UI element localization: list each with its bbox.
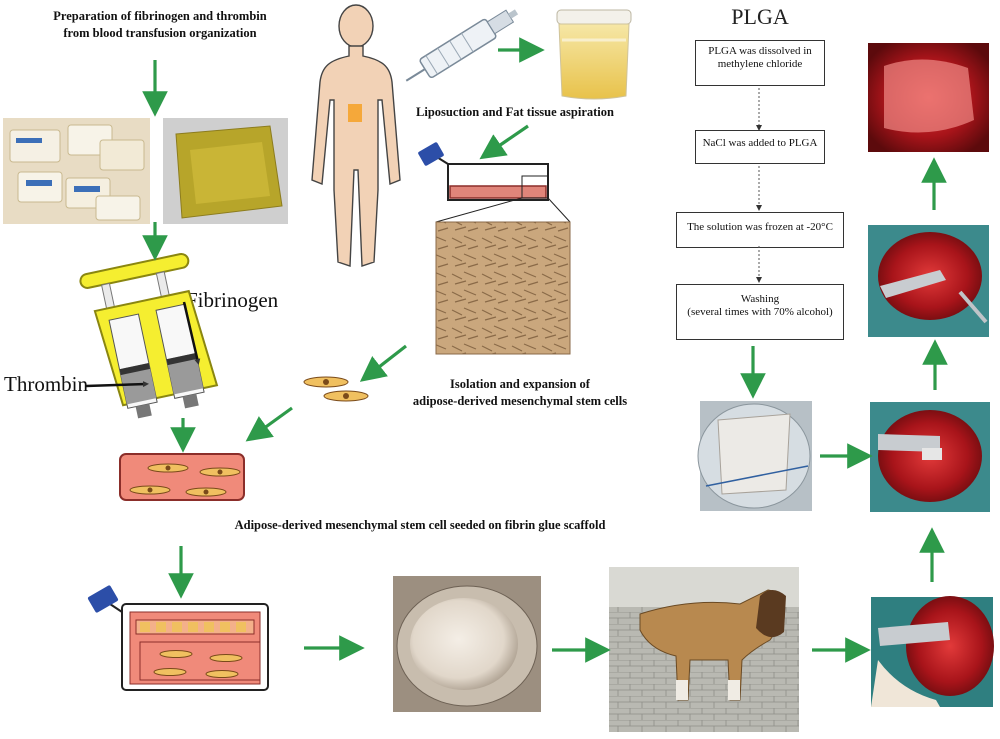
dog-photo [609,567,799,732]
double-syringe [79,252,219,419]
plga-title: PLGA [731,4,789,29]
arrow-5 [479,124,529,160]
label-fibrinogen: Fibrinogen [186,288,279,312]
plga-step-1: PLGA was dissolved in methylene chloride [695,40,825,86]
human-figure [311,4,401,267]
caption-liposuction: Liposuction and Fat tissue aspiration [416,105,614,119]
fibrinogen-bag-photo [163,118,288,224]
fat-area-marker [348,104,362,122]
caption-fibrinogen-prep: Preparation of fibrinogen and thrombin f… [53,9,267,40]
incubation-flask [87,585,269,691]
surgery-photo-1 [868,43,989,152]
liposuction-syringe [405,9,519,82]
arrow-7 [245,406,293,442]
fibrin-scaffold-with-cells [119,453,245,501]
label-thrombin: Thrombin [4,372,88,396]
isolated-stem-cells [303,376,369,402]
surgery-photo-4 [871,596,994,707]
process-arrows [142,37,948,663]
cell-culture-micrograph [435,221,571,355]
surgery-photo-3 [870,402,990,512]
plga-step-3: The solution was frozen at -20°C [676,212,844,248]
plga-step-4: Washing (several times with 70% alcohol) [676,284,844,340]
scaffold-dish-photo [393,576,541,712]
zoom-line-right [547,197,571,223]
fat-jar [556,9,632,100]
fibrinogen-pointer [182,301,201,365]
thrombin-pointer [85,381,149,388]
caption-seeded-scaffold: Adipose-derived mesenchymal stem cell se… [234,518,606,532]
arrow-6 [359,344,407,382]
surgery-photo-2 [868,225,989,337]
blood-bags-photo [3,118,150,224]
zoom-line-left [435,197,523,223]
plga-scaffold-photo [697,401,812,511]
caption-isolation: Isolation and expansion of adipose-deriv… [412,377,628,408]
culture-flask [418,142,549,201]
